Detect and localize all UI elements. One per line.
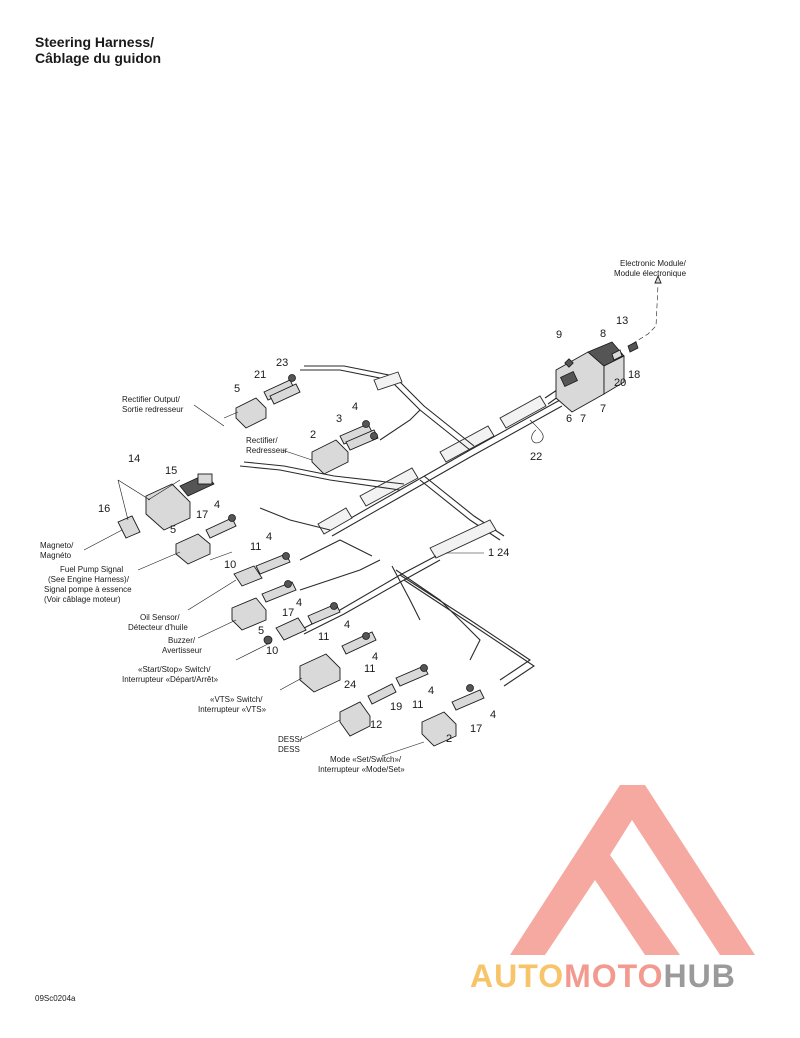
vts-connector: [299, 631, 377, 693]
callout-6: 6: [566, 413, 572, 425]
callout-11: 11: [364, 663, 375, 675]
label-magneto-2: Magnéto: [40, 551, 72, 560]
watermark-text: AUTOMOTOHUB: [470, 958, 800, 995]
magneto-connector: [117, 473, 215, 539]
callout-4: 4: [428, 685, 434, 697]
description-labels: Electronic Module/ Module électronique R…: [40, 259, 687, 774]
callout-4: 4: [490, 709, 496, 721]
rectifier-output-connector: [235, 374, 301, 429]
label-fuel-pump-1: Fuel Pump Signal: [60, 565, 123, 574]
callout-19: 19: [390, 701, 402, 713]
label-oil-sensor-2: Détecteur d'huile: [128, 623, 188, 632]
label-rectifier-1: Rectifier/: [246, 436, 278, 445]
rectifier-connector: [311, 420, 379, 475]
callout-9: 9: [556, 329, 562, 341]
title-line-english: Steering Harness/: [35, 34, 155, 50]
label-start-stop-2: Interrupteur «Départ/Arrêt»: [122, 675, 219, 684]
callout-16: 16: [98, 503, 110, 515]
callout-1-24: 1 24: [488, 547, 509, 559]
callout-22: 22: [530, 451, 542, 463]
callout-10: 10: [266, 645, 278, 657]
callout-23: 23: [276, 357, 288, 369]
drawing-code: 09Sc0204a: [35, 994, 76, 1003]
watermark-hub: HUB: [663, 958, 736, 994]
buzzer-connector: [231, 580, 297, 631]
label-magneto-1: Magneto/: [40, 541, 74, 550]
label-vts-1: «VTS» Switch/: [210, 695, 263, 704]
label-dess-2: DESS: [278, 745, 300, 754]
label-mode-1: Mode «Set/Switch»/: [330, 755, 402, 764]
oil-sensor-connector: [233, 552, 291, 587]
label-fuel-pump-2: (See Engine Harness)/: [48, 575, 130, 584]
label-start-stop-1: «Start/Stop» Switch/: [138, 665, 211, 674]
dess-connector: [339, 683, 397, 737]
cable-tie-22: [529, 419, 544, 444]
callout-11: 11: [250, 541, 261, 553]
callout-4: 4: [344, 619, 350, 631]
label-dess-1: DESS/: [278, 735, 303, 744]
callout-2: 2: [310, 429, 316, 441]
callout-4: 4: [214, 499, 220, 511]
callout-11: 11: [318, 631, 329, 643]
callout-5: 5: [258, 625, 264, 637]
fuel-pump-connector: [175, 514, 237, 565]
callout-3: 3: [336, 413, 342, 425]
callout-14: 14: [128, 453, 140, 465]
callout-2: 2: [446, 733, 452, 745]
callout-4: 4: [266, 531, 272, 543]
watermark-moto: MOTO: [564, 958, 664, 994]
callout-17: 17: [470, 723, 482, 735]
electronic-module: [555, 274, 662, 413]
callout-24: 24: [344, 679, 356, 691]
start-stop-connector: [263, 602, 341, 645]
callout-18: 18: [628, 369, 640, 381]
watermark-logo-icon: [510, 785, 755, 955]
label-fuel-pump-3: Signal pompe à essence: [44, 585, 132, 594]
callout-7: 7: [600, 403, 606, 415]
callout-13: 13: [616, 315, 628, 327]
callout-15: 15: [165, 465, 177, 477]
callout-8: 8: [600, 328, 606, 340]
main-harness-trunk: [239, 365, 563, 687]
part-9-cap: [564, 358, 574, 368]
label-vts-2: Interrupteur «VTS»: [198, 705, 267, 714]
title-line-french: Câblage du guidon: [35, 50, 161, 66]
callout-12: 12: [370, 719, 382, 731]
callout-17: 17: [282, 607, 294, 619]
callout-11: 11: [412, 699, 423, 711]
label-rectifier-2: Redresseur: [246, 446, 288, 455]
leader-lines: [83, 404, 484, 757]
callout-5: 5: [170, 524, 176, 536]
label-buzzer-1: Buzzer/: [168, 636, 196, 645]
callout-4: 4: [372, 651, 378, 663]
label-electronic-module-1: Electronic Module/: [620, 259, 687, 268]
page-title: Steering Harness/ Câblage du guidon: [35, 34, 161, 66]
part-callouts: 1 24 2 2 3 4 4 4 4 4 4 4 4 5 5 5 6 7 7 8…: [98, 315, 640, 745]
label-rectifier-output-2: Sortie redresseur: [122, 405, 184, 414]
label-fuel-pump-4: (Voir câblage moteur): [44, 595, 121, 604]
callout-7: 7: [580, 413, 586, 425]
callout-20: 20: [614, 377, 626, 389]
label-electronic-module-2: Module électronique: [614, 269, 687, 278]
label-buzzer-2: Avertisseur: [162, 646, 202, 655]
callout-21: 21: [254, 369, 266, 381]
label-oil-sensor-1: Oil Sensor/: [140, 613, 180, 622]
callout-10: 10: [224, 559, 236, 571]
watermark-auto: AUTO: [470, 958, 565, 994]
callout-5: 5: [234, 383, 240, 395]
mode-connector: [395, 664, 485, 747]
callout-4: 4: [352, 401, 358, 413]
callout-17: 17: [196, 509, 208, 521]
callout-4: 4: [296, 597, 302, 609]
label-rectifier-output-1: Rectifier Output/: [122, 395, 181, 404]
label-mode-2: Interrupteur «Mode/Set»: [318, 765, 405, 774]
